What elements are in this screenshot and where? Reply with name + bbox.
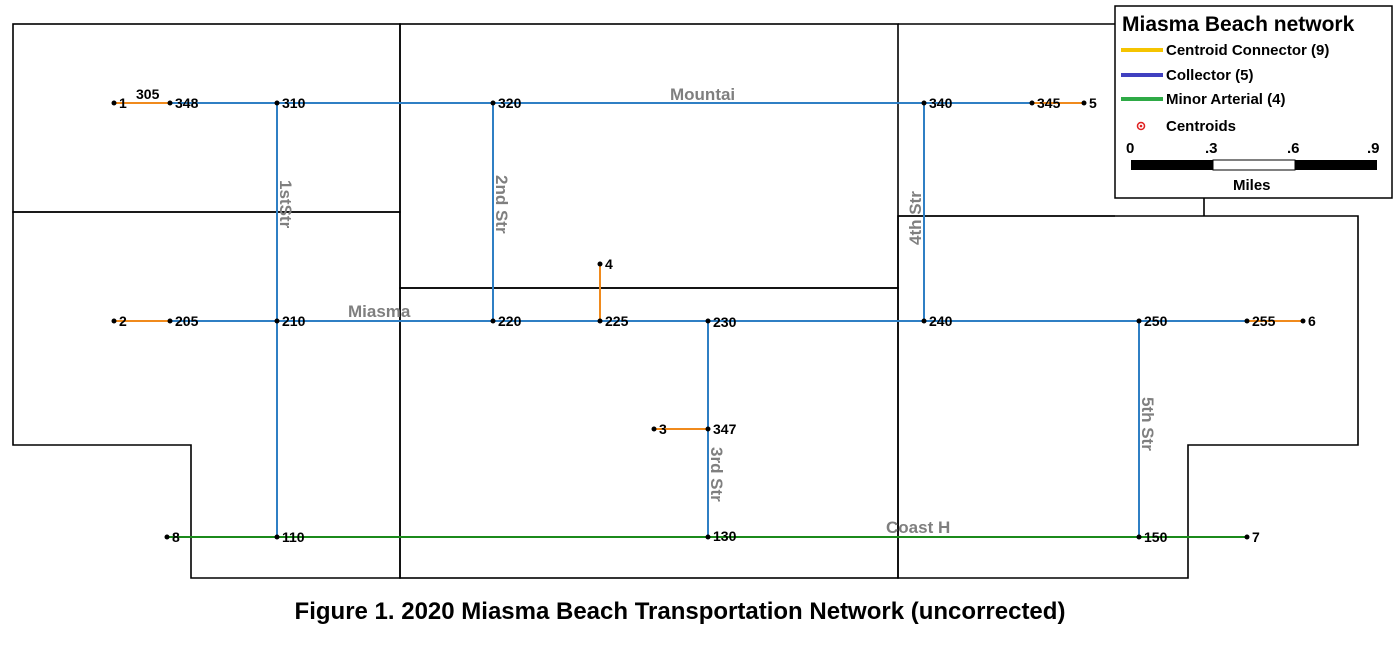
node-point [164,534,170,540]
node-point [597,261,603,267]
node-label: 4 [605,256,613,272]
node-label: 110 [282,529,305,545]
node-point [1136,318,1142,324]
node-point [705,426,711,432]
scale-bar-segment-2 [1212,159,1296,171]
node-label: 2 [119,313,127,329]
node-label: 8 [172,529,180,545]
scale-tick-0: 0 [1126,140,1134,157]
node-label: 7 [1252,529,1260,545]
scale-bar-segment-1 [1131,160,1213,170]
node-label: 150 [1144,529,1168,545]
scale-bar-segment-3 [1295,160,1377,170]
scale-tick-1: .3 [1205,140,1218,157]
node-label: 345 [1037,95,1061,111]
scale-tick-3: .9 [1367,140,1380,157]
street-label-fifth: 5th Str [1138,397,1157,451]
street-labels: Mountai Miasma Coast H 1stStr 2nd Str 3r… [276,85,1157,537]
legend-label-connector: Centroid Connector (9) [1166,42,1329,59]
zone-boundaries [12,23,1359,579]
node-label: 347 [713,421,737,437]
node-point [921,100,927,106]
legend: Miasma Beach network Centroid Connector … [1114,5,1393,199]
node-point [1244,534,1250,540]
node-point [274,318,280,324]
node-point [1300,318,1306,324]
network-map: Mountai Miasma Coast H 1stStr 2nd Str 3r… [12,5,1393,579]
nodes [111,100,1306,540]
node-point [274,534,280,540]
node-point [1136,534,1142,540]
node-label: 220 [498,313,522,329]
node-label: 320 [498,95,522,111]
node-point [490,318,496,324]
node-label: 225 [605,313,629,329]
centroid-symbol-dot [1139,124,1143,128]
node-label: 230 [713,314,737,330]
node-point [1081,100,1087,106]
legend-label-collector: Collector (5) [1166,67,1254,84]
street-label-coast: Coast H [886,518,950,537]
node-point [651,426,657,432]
node-point [705,318,711,324]
node-point [167,100,173,106]
street-label-fourth: 4th Str [906,191,925,245]
node-point [111,318,117,324]
node-label: 240 [929,313,953,329]
node-label: 205 [175,313,199,329]
node-point [167,318,173,324]
legend-label-arterial: Minor Arterial (4) [1166,91,1285,108]
node-label: 305 [136,86,160,102]
street-label-third: 3rd Str [707,447,726,502]
node-point [490,100,496,106]
node-label: 5 [1089,95,1097,111]
zone-east [897,215,1359,579]
node-point [1244,318,1250,324]
zone-north-central [399,23,899,289]
node-label: 255 [1252,313,1276,329]
node-label: 348 [175,95,199,111]
legend-title: Miasma Beach network [1122,13,1355,36]
street-label-mountain: Mountai [670,85,735,104]
node-point [1029,100,1035,106]
node-label: 3 [659,421,667,437]
node-label: 250 [1144,313,1168,329]
node-label: 130 [713,528,737,544]
zone-southwest [12,211,401,579]
figure-caption: Figure 1. 2020 Miasma Beach Transportati… [294,598,1066,625]
node-label: 340 [929,95,953,111]
node-point [921,318,927,324]
node-point [111,100,117,106]
scale-unit-label: Miles [1233,177,1271,194]
node-label: 6 [1308,313,1316,329]
node-point [597,318,603,324]
node-label: 210 [282,313,306,329]
street-label-first: 1stStr [276,180,295,229]
street-label-second: 2nd Str [492,175,511,234]
node-labels: 1 305 348 310 320 340 345 5 4 2 205 210 … [119,86,1316,545]
legend-label-centroids: Centroids [1166,118,1236,135]
street-label-miasma: Miasma [348,302,411,321]
scale-tick-2: .6 [1287,140,1300,157]
zone-northwest [12,23,401,213]
node-point [705,534,711,540]
node-label: 310 [282,95,306,111]
node-point [274,100,280,106]
zone-south-central [399,287,899,579]
node-label: 1 [119,95,127,111]
